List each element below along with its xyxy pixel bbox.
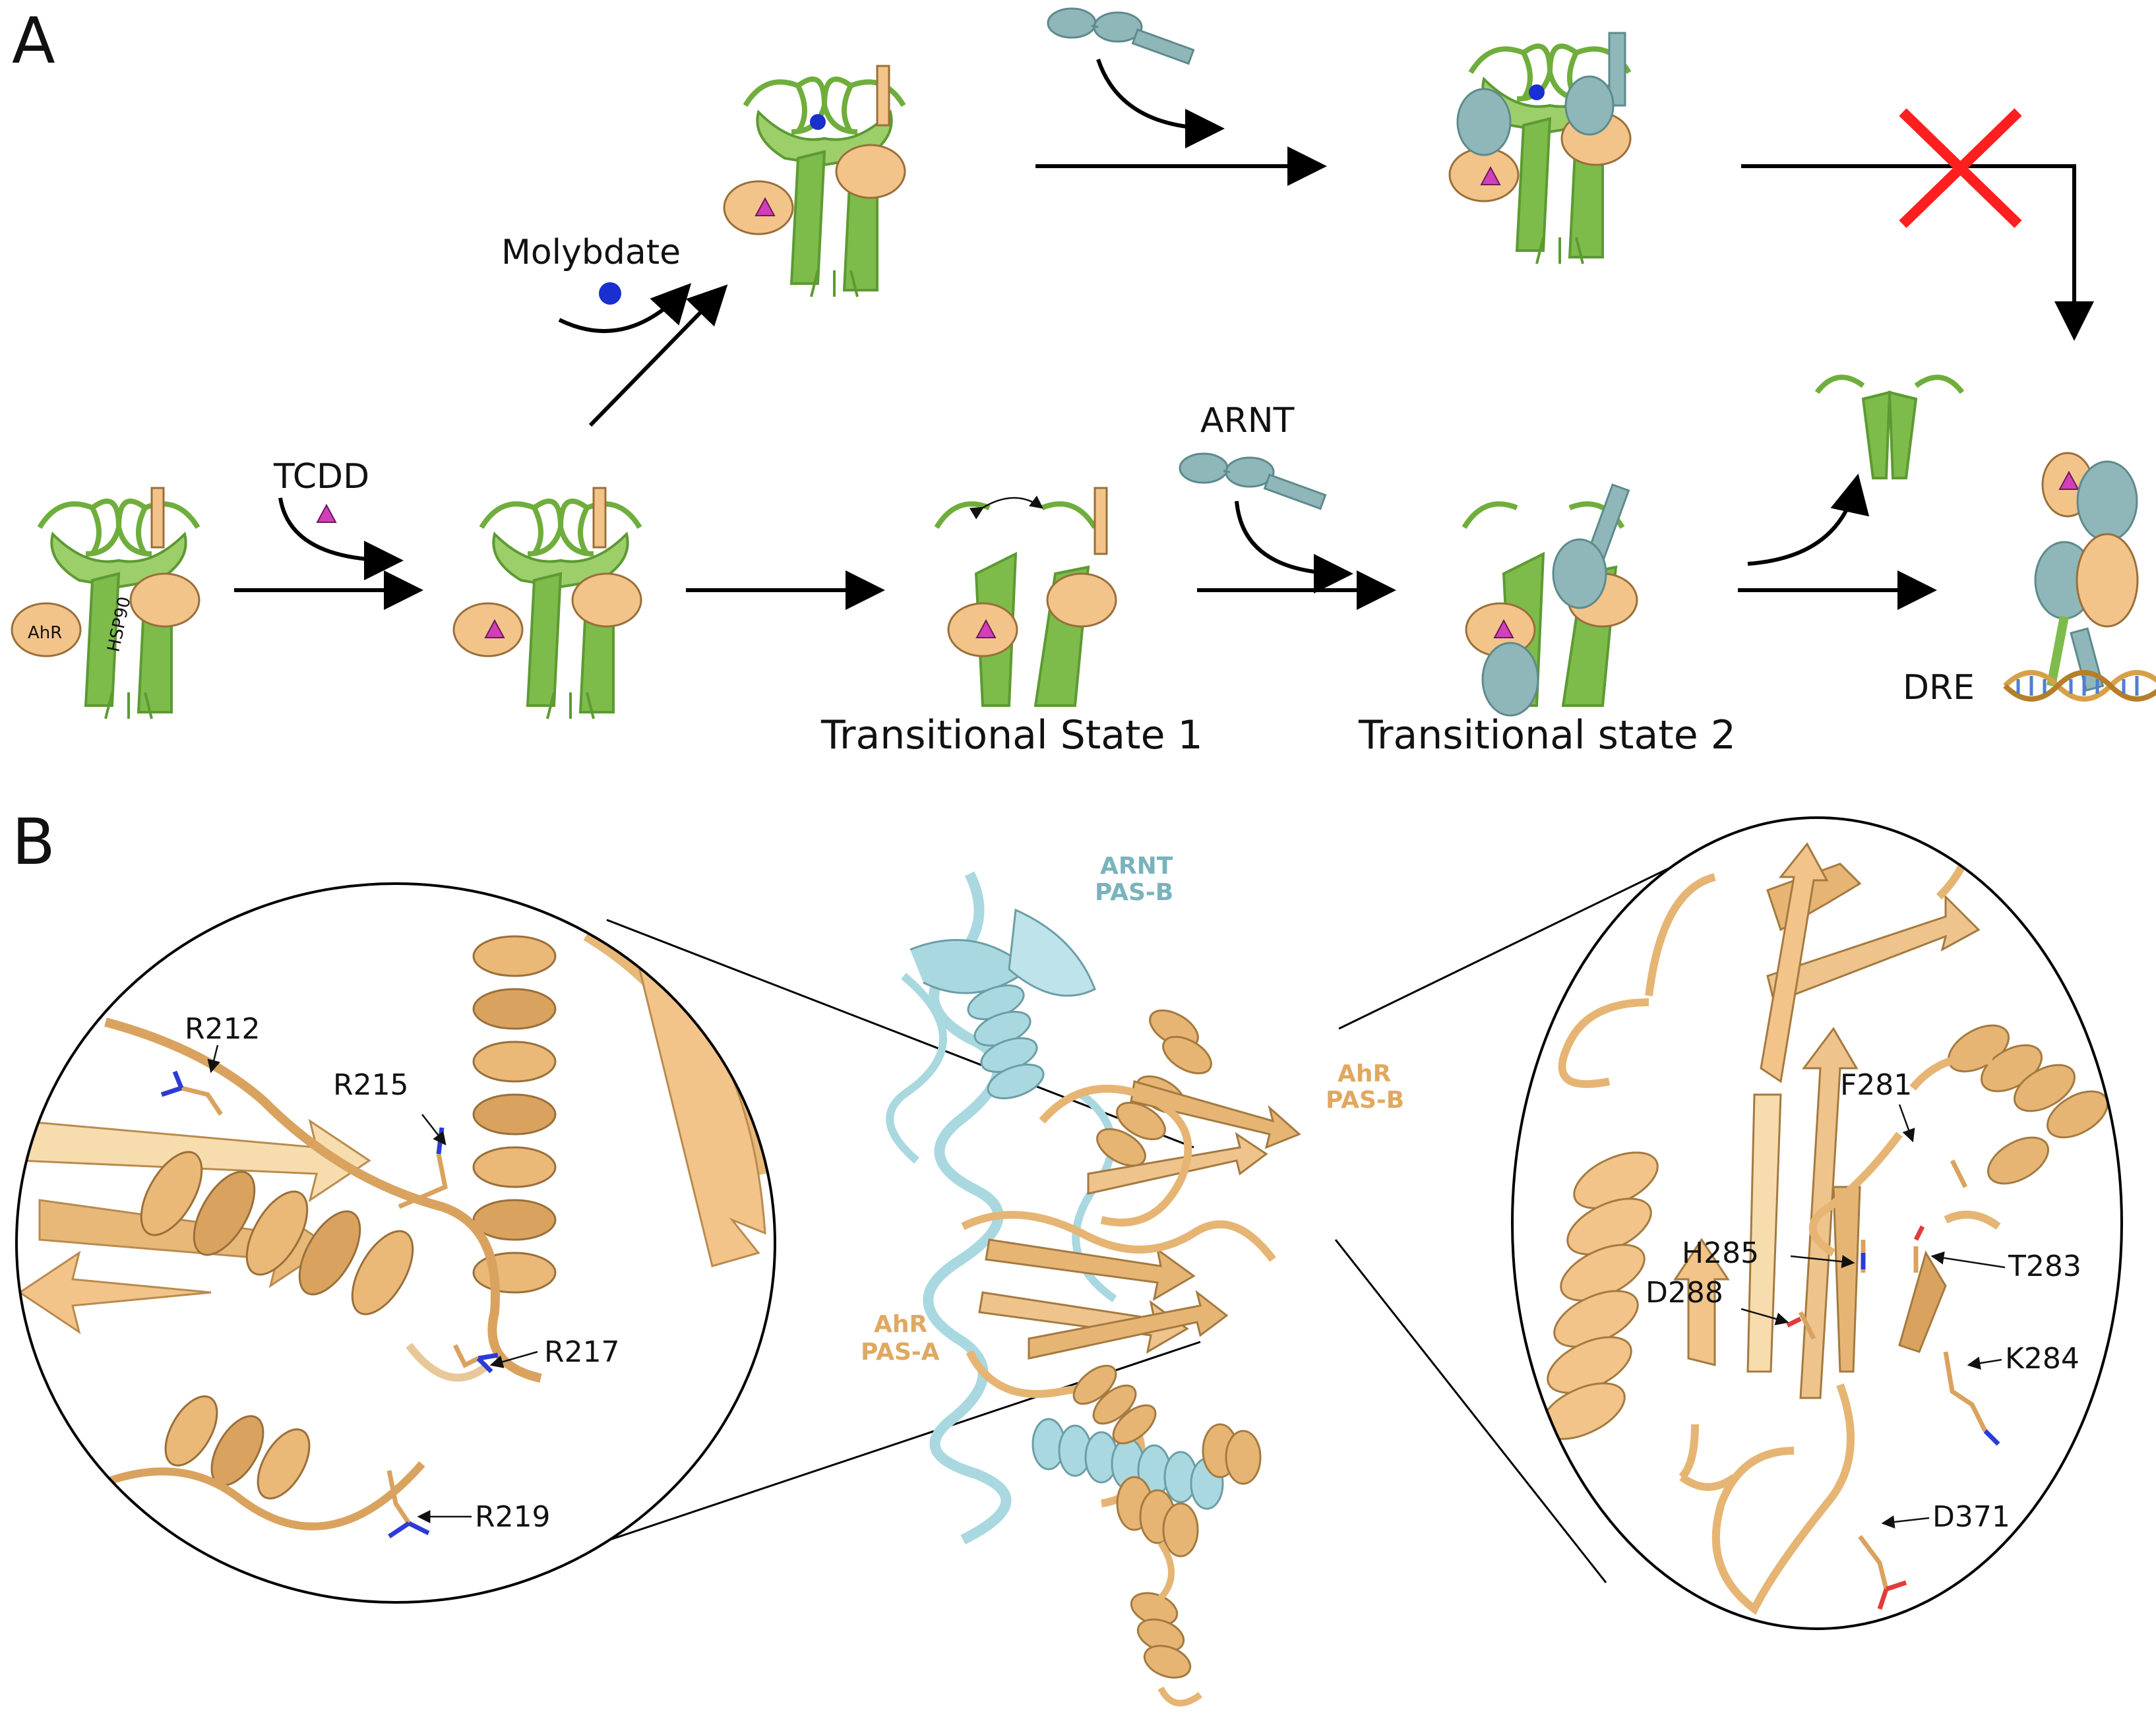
residue-r219: R219: [475, 1500, 551, 1534]
ahr-pasb-label-line1: AhR: [1338, 1060, 1391, 1087]
panel-b-label: B: [12, 805, 55, 879]
right-zoom-oval: [1511, 816, 2123, 1630]
residue-h285: H285: [1682, 1236, 1759, 1270]
transitional-state-2-complex: [1462, 483, 1638, 717]
transitional-state-2-label: Transitional state 2: [1358, 712, 1736, 758]
ahr-label: AhR: [28, 623, 62, 643]
arrow-up-molybdate: [588, 284, 728, 427]
hsp90-ahr-complex-1: AhR HSP90: [11, 487, 199, 719]
domain-labels: ARNT PAS-B AhR PAS-B AhR PAS-A: [861, 853, 1404, 1366]
ahr-pasa-label-line2: PAS-A: [861, 1339, 940, 1366]
residue-t283: T283: [2008, 1250, 2081, 1283]
arnt-pasb-label-line2: PAS-B: [1095, 879, 1173, 906]
residue-r217: R217: [544, 1335, 620, 1369]
left-zoom-circle: [15, 882, 776, 1604]
residue-r215: R215: [333, 1068, 409, 1102]
transitional-state-1-label: Transitional State 1: [820, 712, 1203, 758]
release-curve-arrow: [1747, 473, 1870, 566]
central-structure: [886, 871, 1301, 1707]
molybdate-arnt-complex: [1448, 32, 1630, 264]
left-residue-labels: R212 R215 R217 R219: [185, 1012, 620, 1534]
tcdd-label: TCDD: [273, 457, 369, 497]
arnt-top-curve-arrow: [1096, 59, 1225, 148]
residue-d288: D288: [1646, 1276, 1723, 1310]
right-residue-labels: F281 H285 T283 D288 K284 D371: [1646, 1068, 2081, 1534]
residue-f281: F281: [1840, 1068, 1912, 1102]
residue-d371: D371: [1932, 1500, 2010, 1534]
tcdd-triangle-icon: [317, 504, 336, 523]
arnt-top: [1047, 7, 1195, 65]
arnt-label: ARNT: [1200, 401, 1295, 440]
molybdate-stabilized-complex: [723, 65, 905, 297]
blocked-path-line: [1741, 164, 2094, 341]
right-zoom-ribbon: [1512, 818, 2122, 1629]
arnt-pasb-label-line1: ARNT: [1100, 853, 1173, 880]
released-hsp90-dimer: [1814, 375, 1965, 479]
ahr-arnt-dna-complex: [2003, 452, 2156, 702]
residue-k284: K284: [2005, 1342, 2079, 1376]
panel-a-label: A: [12, 4, 55, 78]
molybdate-label: Molybdate: [501, 233, 681, 272]
arnt-curve-arrow: [1235, 500, 1353, 593]
blocked-cross-icon: [1899, 108, 2022, 228]
molybdate-curve-arrow: [558, 283, 692, 333]
arnt-bottom: [1179, 452, 1327, 510]
hsp90-ahr-tcdd-complex: [452, 487, 641, 719]
tcdd-curve-arrow: [278, 497, 404, 580]
residue-r212: R212: [185, 1012, 261, 1046]
ahr-pasb-label-line2: PAS-B: [1326, 1087, 1404, 1114]
dre-label: DRE: [1903, 668, 1975, 708]
ahr-pasa-label-line1: AhR: [874, 1311, 927, 1338]
molybdate-dot-icon: [599, 282, 621, 305]
transitional-state-1-complex: [934, 487, 1117, 707]
